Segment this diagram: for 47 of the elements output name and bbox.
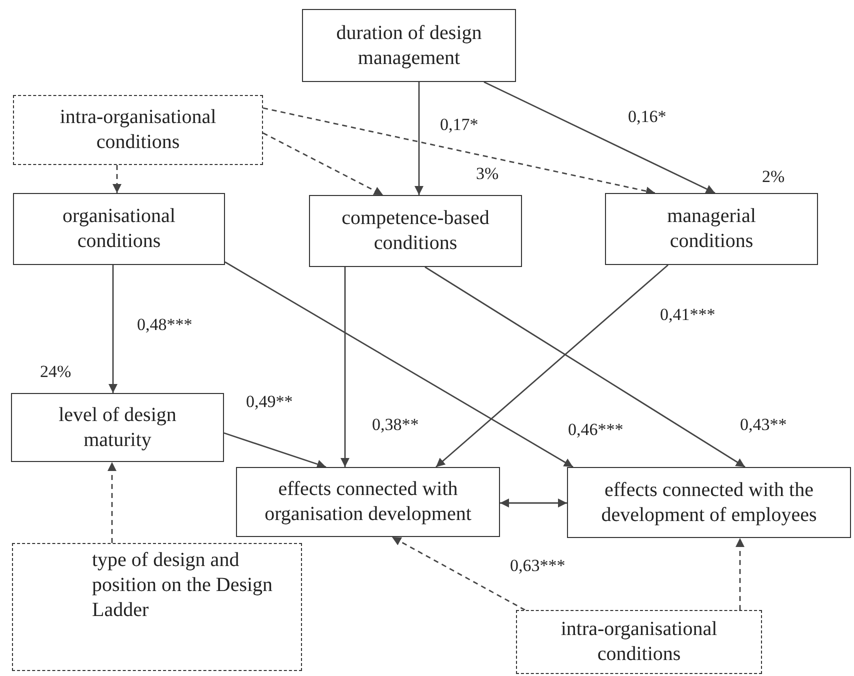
- statistic-label: 0,41***: [660, 305, 716, 325]
- arrow: [484, 81, 716, 194]
- process-box: [11, 393, 224, 462]
- box-label: duration of design management: [335, 20, 483, 70]
- arrow: [424, 266, 746, 468]
- box-label: effects connected with organisation development: [264, 477, 472, 527]
- process-box: [236, 467, 500, 537]
- process-box: [567, 467, 851, 538]
- box-label: level of design maturity: [58, 402, 178, 452]
- box-label: managerial conditions: [666, 204, 757, 254]
- statistic-label: 2%: [762, 167, 785, 187]
- arrow: [262, 107, 656, 196]
- arrow: [500, 498, 567, 508]
- arrow: [340, 267, 350, 467]
- arrow: [112, 165, 122, 193]
- statistic-label: 24%: [40, 362, 72, 382]
- statistic-label: 0,48***: [137, 315, 192, 335]
- process-box: [302, 9, 516, 82]
- box-label: organisational conditions: [62, 204, 176, 254]
- arrow: [414, 82, 424, 195]
- statistic-label: 0,38**: [372, 415, 419, 435]
- statistic-label: 0,63***: [510, 556, 566, 576]
- dashed-box: [12, 543, 302, 671]
- statistic-label: 0,17*: [440, 115, 478, 135]
- box-label: effects connected with the development of employees: [600, 478, 818, 528]
- arrow: [108, 265, 118, 393]
- arrow: [224, 432, 326, 468]
- box-label: intra-organisational conditions: [560, 617, 718, 667]
- arrow: [262, 132, 384, 196]
- arrow: [436, 264, 668, 468]
- dashed-box: [13, 95, 263, 165]
- box-label: intra-organisational conditions: [58, 105, 218, 155]
- statistic-label: 0,16*: [628, 107, 666, 127]
- statistic-label: 0,49**: [246, 392, 293, 412]
- statistic-label: 0,43**: [740, 415, 787, 435]
- process-box: [13, 193, 225, 265]
- arrow: [392, 536, 526, 611]
- process-box: [309, 195, 522, 267]
- arrow: [108, 462, 116, 543]
- box-label: competence-based conditions: [340, 206, 490, 256]
- statistic-label: 0,46***: [568, 420, 624, 440]
- process-box: [605, 193, 818, 265]
- statistic-label: 3%: [476, 164, 499, 184]
- dashed-box: [516, 610, 762, 674]
- arrow: [736, 538, 744, 610]
- arrow: [224, 261, 574, 468]
- box-label: type of design and position on the Design Ladder: [92, 548, 274, 623]
